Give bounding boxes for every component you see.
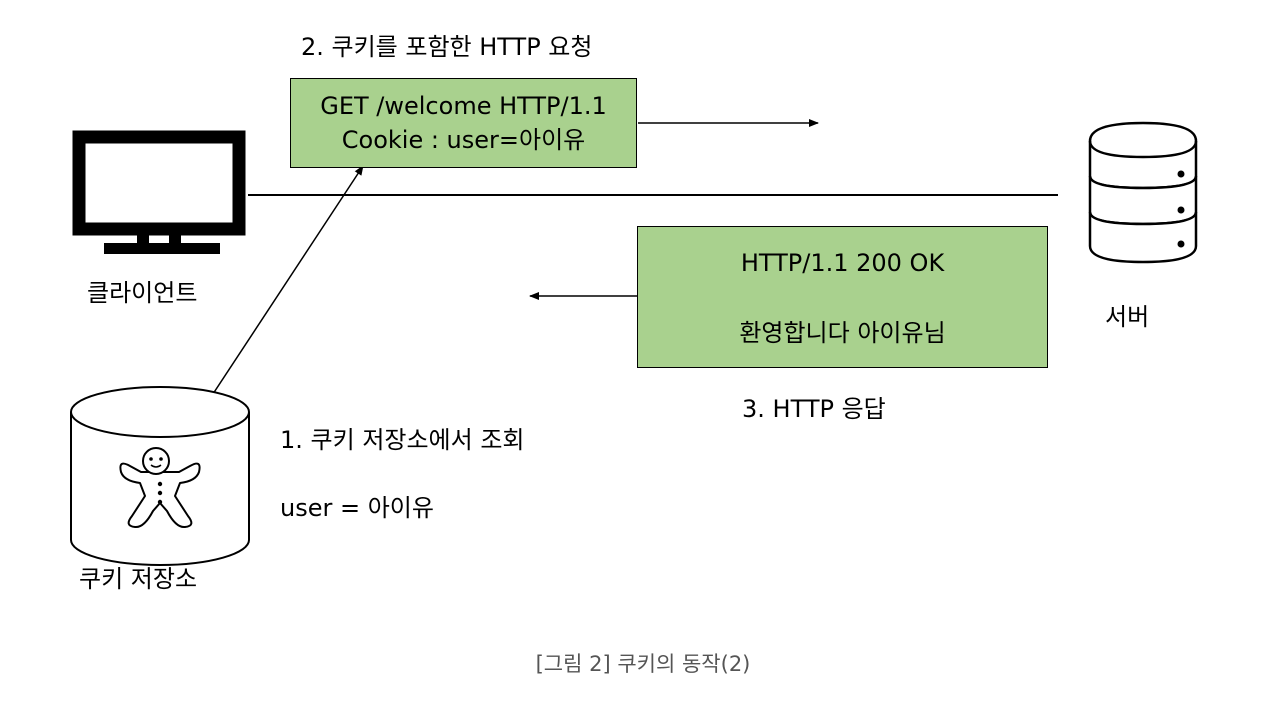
request-box: GET /welcome HTTP/1.1 Cookie : user=아이유 <box>290 78 637 168</box>
response-label: 3. HTTP 응답 <box>742 395 886 423</box>
response-box: HTTP/1.1 200 OK 환영합니다 아이유님 <box>637 226 1048 368</box>
cookie-value-label: user = 아이유 <box>280 494 434 522</box>
figure-caption: [그림 2] 쿠키의 동작(2) <box>535 652 751 676</box>
lookup-label: 1. 쿠키 저장소에서 조회 <box>280 426 525 454</box>
request-label: 2. 쿠키를 포함한 HTTP 요청 <box>301 33 593 61</box>
gingerbread-icon <box>119 447 201 529</box>
request-line: GET /welcome HTTP/1.1 <box>320 92 607 120</box>
request-cookie-header: Cookie : user=아이유 <box>341 126 586 154</box>
cookie-store-label: 쿠키 저장소 <box>79 565 198 593</box>
monitor-icon <box>72 130 246 254</box>
database-icon <box>1088 121 1198 264</box>
response-body: 환영합니다 아이유님 <box>739 319 946 347</box>
client-label: 클라이언트 <box>87 279 198 307</box>
response-status-line: HTTP/1.1 200 OK <box>740 249 945 277</box>
server-label: 서버 <box>1105 303 1150 331</box>
